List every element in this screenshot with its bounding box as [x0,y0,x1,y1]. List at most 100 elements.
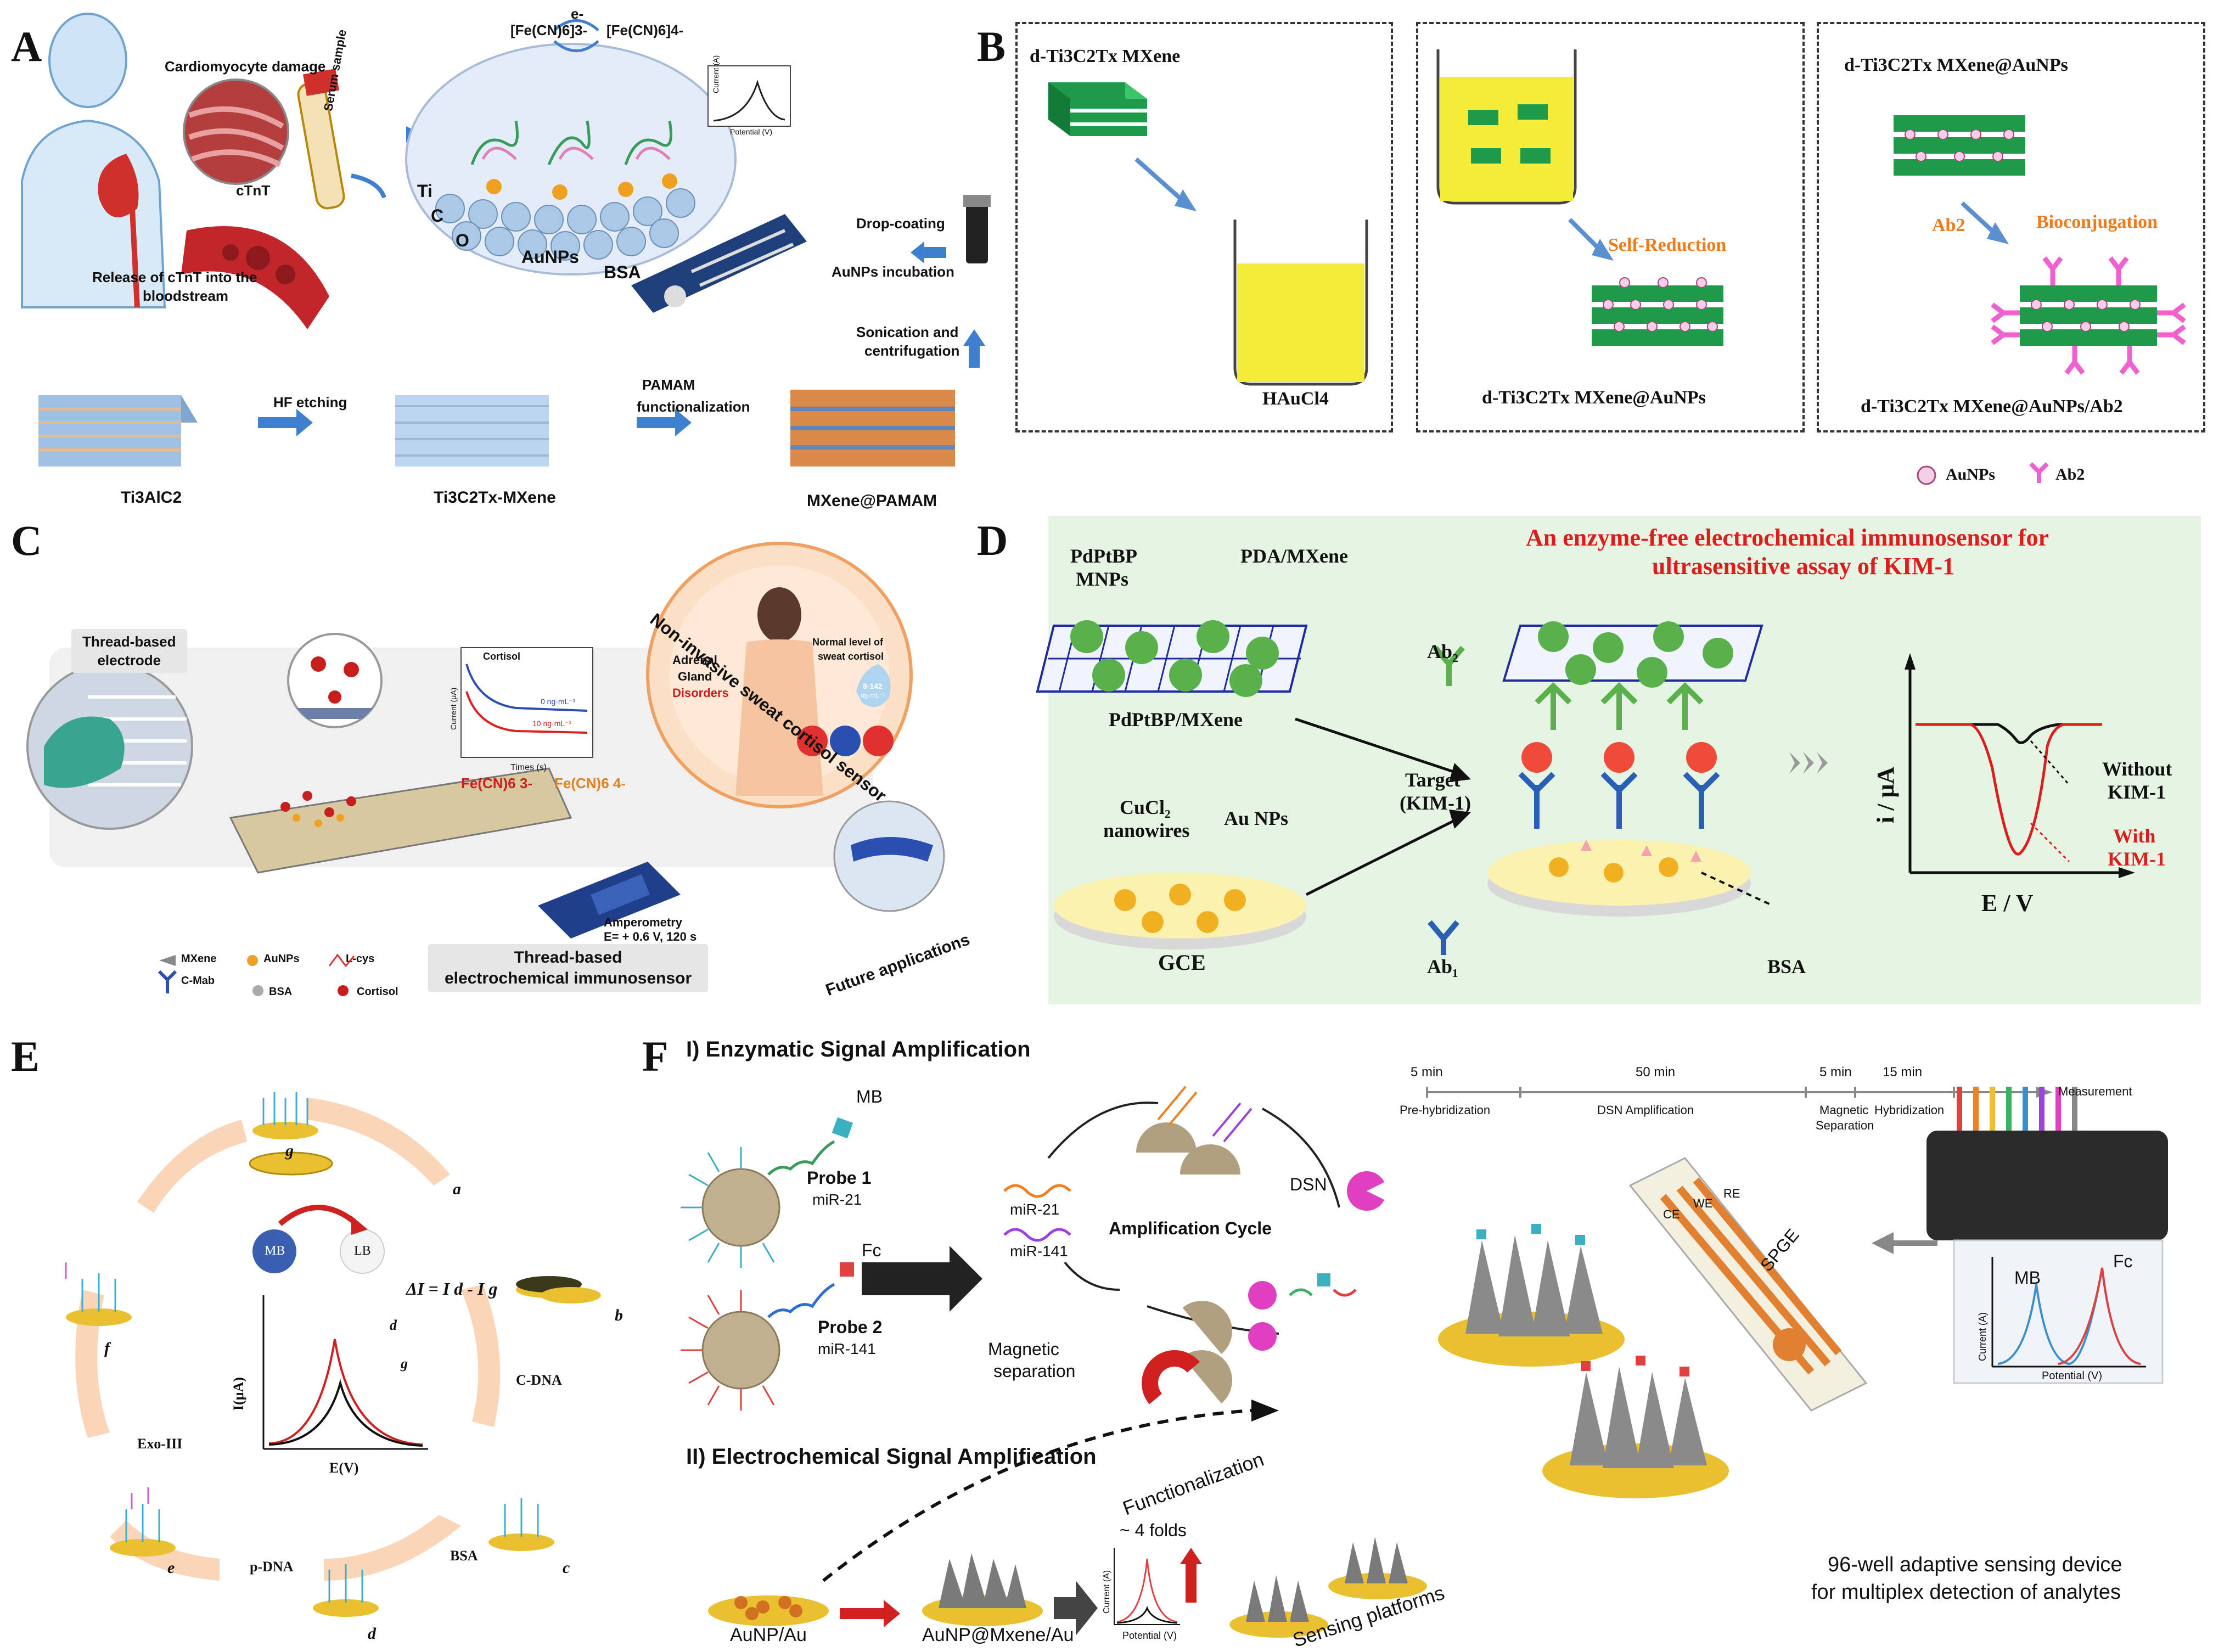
f-potential: Potential (V) [1122,1630,1177,1641]
c-time-label: Times (s) [510,763,547,772]
e-bsa: BSA [450,1548,478,1564]
c-thread-electrode-label: Thread-based electrode [71,629,187,673]
d-bsa: BSA [1767,956,1806,977]
e-xlabel: E(V) [329,1460,359,1476]
f-dsn: DSN [1290,1175,1327,1194]
d-target-1: Target [1405,769,1461,791]
panel-c-graphic [26,542,945,939]
legend-aunps: AuNPs [521,247,579,267]
b-legend-aunps: AuNPs [1946,465,1996,484]
ctnt-label: cTnT [236,182,271,199]
panel-b-graphic [1048,49,2186,485]
c-legend-cortisol: Cortisol [357,986,398,998]
centrifugation-label: centrifugation [864,342,960,359]
e-label-a: a [453,1180,461,1198]
e-lb: LB [354,1244,371,1258]
legend-o: O [456,231,469,250]
e-exo: Exo-III [137,1436,183,1452]
f-device-1: 96-well adaptive sensing device [1828,1553,2122,1576]
panel-b-label: B [977,23,1006,70]
b-box1-title: d-Ti3C2Tx MXene [1030,46,1181,66]
f-mir141: miR-141 [1010,1243,1068,1260]
e-g-curve: g [401,1356,408,1372]
d-without: Without [2102,758,2172,780]
d-xlabel: E / V [1981,890,2034,917]
e-label-g: g [285,1142,294,1160]
f-section-2: II) Electrochemical Signal Amplification [686,1445,1097,1469]
c-adrenal-2: Gland [678,670,712,683]
panel-d-label: D [977,516,1008,564]
c-immunosensor-2: electrochemical immunosensor [445,969,692,987]
redox-right-label: [Fe(CN)6]4- [606,22,684,38]
b-haucl4-label: HAuCl4 [1262,389,1329,409]
f-aunp-au: AuNP/Au [730,1625,807,1645]
f-timeline-step-4: Hybridization [1874,1103,1945,1117]
panel-d-graphic [1036,620,2135,955]
potential-axis-label: Potential (V) [730,127,773,136]
f-timeline-time-2: 50 min [1636,1065,1676,1080]
f-chip-potential: Potential (V) [2042,1370,2103,1382]
panel-c-label: C [11,516,42,564]
f-fc-label: Fc [862,1240,881,1260]
d-target-2: (KIM-1) [1400,792,1471,814]
d-with: With [2113,825,2156,847]
f-current: Current (A) [1102,1570,1111,1614]
electron-label: e- [571,5,584,22]
b-box2-caption: d-Ti3C2Tx MXene@AuNPs [1482,387,1706,408]
e-label-d: d [368,1625,376,1643]
d-au-nps: Au NPs [1224,807,1289,829]
d-title-2: ultrasensitive assay of KIM-1 [1652,553,1955,580]
mxene-pamam-label: MXene@PAMAM [807,492,937,510]
e-pdna: p-DNA [250,1559,294,1575]
sonication-label: Sonication and [856,324,959,340]
cardiomyocyte-damage-label: Cardiomyocyte damage [165,58,326,75]
c-adrenal-1: Adrenal [672,653,717,667]
c-immunosensor-label: Thread-based electrochemical immunosenso… [428,944,709,992]
d-ab2: Ab₂ [1427,640,1458,662]
legend-ti: Ti [417,181,433,201]
release-label-2: bloodstream [143,288,229,304]
f-timeline-extra: Separation [1816,1119,1874,1132]
c-ng10-label: 10 ng·mL⁻¹ [532,719,572,728]
ti3c2tx-label: Ti3C2Tx-MXene [434,488,556,507]
panel-e: E [0,1032,631,1649]
f-mir21: miR-21 [1010,1201,1060,1218]
d-pdptbp-2: MNPs [1076,568,1128,590]
c-current-label: Current (μA) [449,687,458,730]
f-aunp-mxene: AuNP@Mxene/Au [922,1625,1074,1645]
panel-f: F I) Enzymatic Signal Amplification II) … [631,1032,2213,1651]
e-label-b: b [615,1306,623,1324]
panel-a-label: A [11,23,42,70]
aunps-incubation-label: AuNPs incubation [832,263,954,280]
f-timeline-step-3: Magnetic [1819,1103,1869,1117]
ti3alc2-label: Ti3AlC2 [121,488,182,507]
e-d-curve: d [390,1317,397,1333]
redox-left-label: [Fe(CN)6]3- [510,22,588,38]
panel-c: C Thread-based electrode [0,510,1004,1015]
f-probe2: Probe 2 [818,1317,883,1337]
d-cucl2-2: nanowires [1103,819,1190,841]
c-legend-mxene: MXene [181,953,217,965]
c-normal-1: Normal level of [812,637,884,648]
panel-b-box-3 [1817,22,2205,432]
c-legend-aunps: AuNPs [263,953,300,965]
f-section-1: I) Enzymatic Signal Amplification [686,1037,1031,1061]
e-delta: ΔI = I d - I g [406,1279,498,1299]
hf-etching-label: HF etching [273,394,347,411]
f-timeline-time-1: 5 min [1411,1065,1443,1080]
f-chip-fc: Fc [2113,1251,2133,1271]
c-drop-val-2: ng·mL⁻¹ [861,692,885,699]
d-pda-mxene: PDA/MXene [1240,545,1348,567]
f-chip-current: Current (A) [1977,1312,1988,1361]
b-box3-title: d-Ti3C2Tx MXene@AuNPs [1844,55,2068,75]
panel-e-label: E [11,1032,40,1080]
c-adrenal-3: Disorders [672,686,729,700]
d-cucl2-1: CuCl₂ [1120,796,1171,818]
c-amperometry-label: Amperometry [604,915,683,929]
f-probe2-sub: miR-141 [818,1340,876,1357]
panel-b-box-2 [1416,22,1805,432]
c-thread-electrode-1: Thread-based [82,633,176,650]
c-ng0-label: 0 ng·mL⁻¹ [541,697,576,706]
e-mb: MB [265,1244,285,1258]
drop-coating-label: Drop-coating [856,215,945,232]
